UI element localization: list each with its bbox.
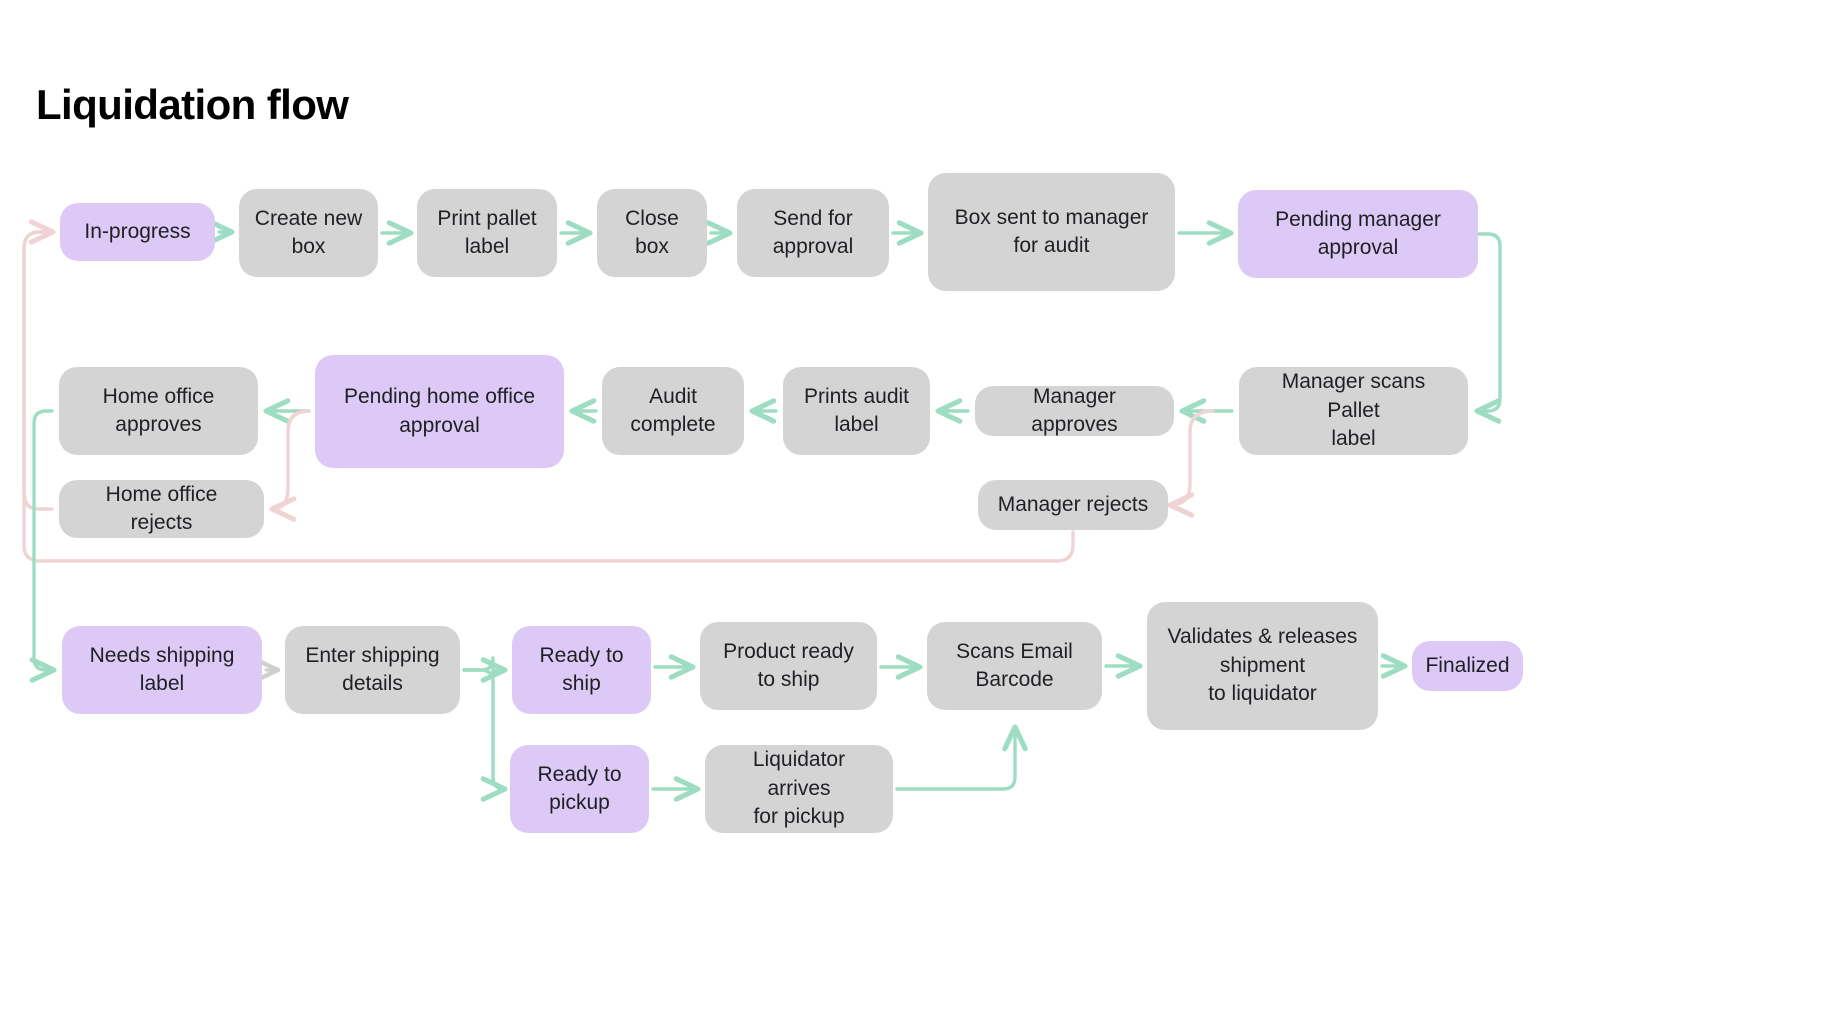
edge-pending-manager-approval-to-manager-scans-pallet [1474,232,1502,424]
edge-home-office-approves-to-needs-shipping-label [29,409,57,683]
page-title: Liquidation flow [36,81,349,128]
edge-pending-home-office-approval-to-home-office-rejects [269,409,311,522]
node-label: Home office rejects [105,482,218,534]
node-label: Manager rejects [997,492,1149,516]
node-manager-rejects[interactable]: Manager rejects [978,480,1168,530]
edge-home-office-rejects-to-in-progress [22,219,56,511]
node-label: Manager approves [1031,384,1118,436]
edge-enter-shipping-details-to-ready-to-pickup [462,668,508,802]
node-manager-approves[interactable]: Manager approves [975,385,1174,436]
edge-manager-scans-pallet-to-manager-rejects [1167,409,1215,518]
node-finalized[interactable]: Finalized [1412,641,1523,691]
node-label: In-progress [84,219,191,243]
edge-enter-shipping-details-to-ready-to-ship [462,656,508,683]
edge-liquidator-arrives-to-scans-email-barcode [895,724,1028,791]
node-label: Finalized [1425,653,1510,677]
node-in-progress[interactable]: In-progress [60,203,215,261]
node-home-office-rej[interactable]: Home office rejects [59,480,264,538]
